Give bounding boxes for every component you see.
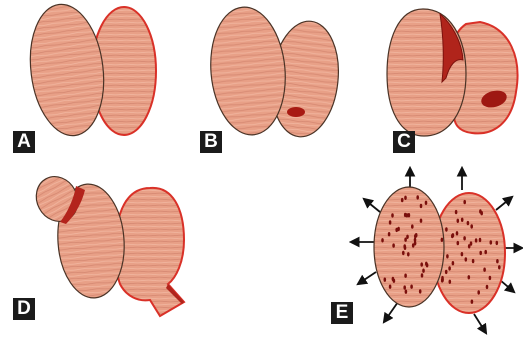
petechia-dot [404,274,407,278]
panel-label-e: E [331,302,353,324]
petechia-dot [425,201,428,205]
petechia-dot [392,277,395,281]
petechia-dot [468,244,471,248]
petechia-dot [496,241,499,245]
petechia-dot [421,273,424,277]
petechia-dot [419,289,422,293]
arrow-down-left [384,302,398,322]
petechia-dot [410,285,413,289]
petechia-dot [392,243,395,247]
petechia-dot [401,198,404,202]
petechia-dot [455,210,458,214]
petechia-dot [463,200,466,204]
petechia-dot [391,213,394,217]
left-lobe [374,187,444,307]
petechia-dot [452,233,455,237]
petechia-dot [461,218,464,222]
right-lobe-with-neck [116,188,184,316]
petechia-dot [498,265,501,269]
petechia-dot [389,220,392,224]
small-lesion [287,107,305,117]
panel-c-illustration [387,9,518,136]
petechia-dot [420,204,423,208]
arrow-lower-left [358,272,376,284]
petechia-dot [483,268,486,272]
panel-label-a: A [13,131,35,153]
petechia-dot [404,196,407,200]
petechia-dot [420,262,423,266]
petechia-dot [445,227,448,231]
petechia-dot [406,235,409,239]
panel-a-illustration [23,0,156,140]
petechia-dot [414,241,417,245]
petechia-dot [463,236,466,240]
petechia-dot [411,224,414,228]
petechia-dot [449,280,452,284]
petechia-dot [403,244,406,248]
petechia-dot [477,290,480,294]
petechia-dot [441,238,444,242]
petechia-dot [461,252,464,256]
petechia-dot [457,241,460,245]
petechia-dot [465,257,468,261]
arrow-down-right [474,314,486,333]
arrow-upper-left [364,199,380,212]
petechia-dot [441,276,444,280]
panel-label-b: B [200,131,222,153]
petechia-dot [479,251,482,255]
petechia-dot [457,219,460,223]
petechia-dot [407,252,410,256]
arrow-upper-right [496,197,512,210]
petechia-dot [422,269,425,273]
panel-b-illustration [206,4,344,140]
petechia-dot [402,251,405,255]
left-lobe [23,0,111,140]
petechia-dot [405,290,408,294]
petechia-dot [490,240,493,244]
left-lobe [387,9,466,136]
petechia-dot [456,231,459,235]
arrow-lower-right [500,280,514,292]
petechia-dot [475,238,478,242]
petechia-dot [425,262,428,266]
panel-e-illustration [351,168,522,333]
panel-label-c: C [393,131,415,153]
petechia-dot [420,219,423,223]
panel-d-illustration [29,169,184,316]
panel-label-d: D [13,298,35,320]
petechia-dot [496,259,499,263]
petechia-dot [467,221,470,225]
petechia-dot [395,228,398,232]
petechia-dot [489,276,492,280]
petechia-dot [389,285,392,289]
petechia-dot [470,224,473,228]
petechia-dot [472,259,475,263]
petechia-dot [471,300,474,304]
petechia-dot [484,250,487,254]
petechia-dot [388,232,391,236]
petechia-dot [403,285,406,289]
petechia-dot [479,238,482,242]
petechia-dot [480,211,483,215]
petechia-dot [468,275,471,279]
petechia-dot [448,266,451,270]
petechia-dot [406,213,409,217]
petechia-dot [446,254,449,258]
petechia-dot [384,278,387,282]
petechia-dot [381,238,384,242]
petechia-dot [486,285,489,289]
petechia-dot [415,233,418,237]
petechia-dot [452,261,455,265]
petechia-dot [445,270,448,274]
petechia-dot [416,195,419,199]
